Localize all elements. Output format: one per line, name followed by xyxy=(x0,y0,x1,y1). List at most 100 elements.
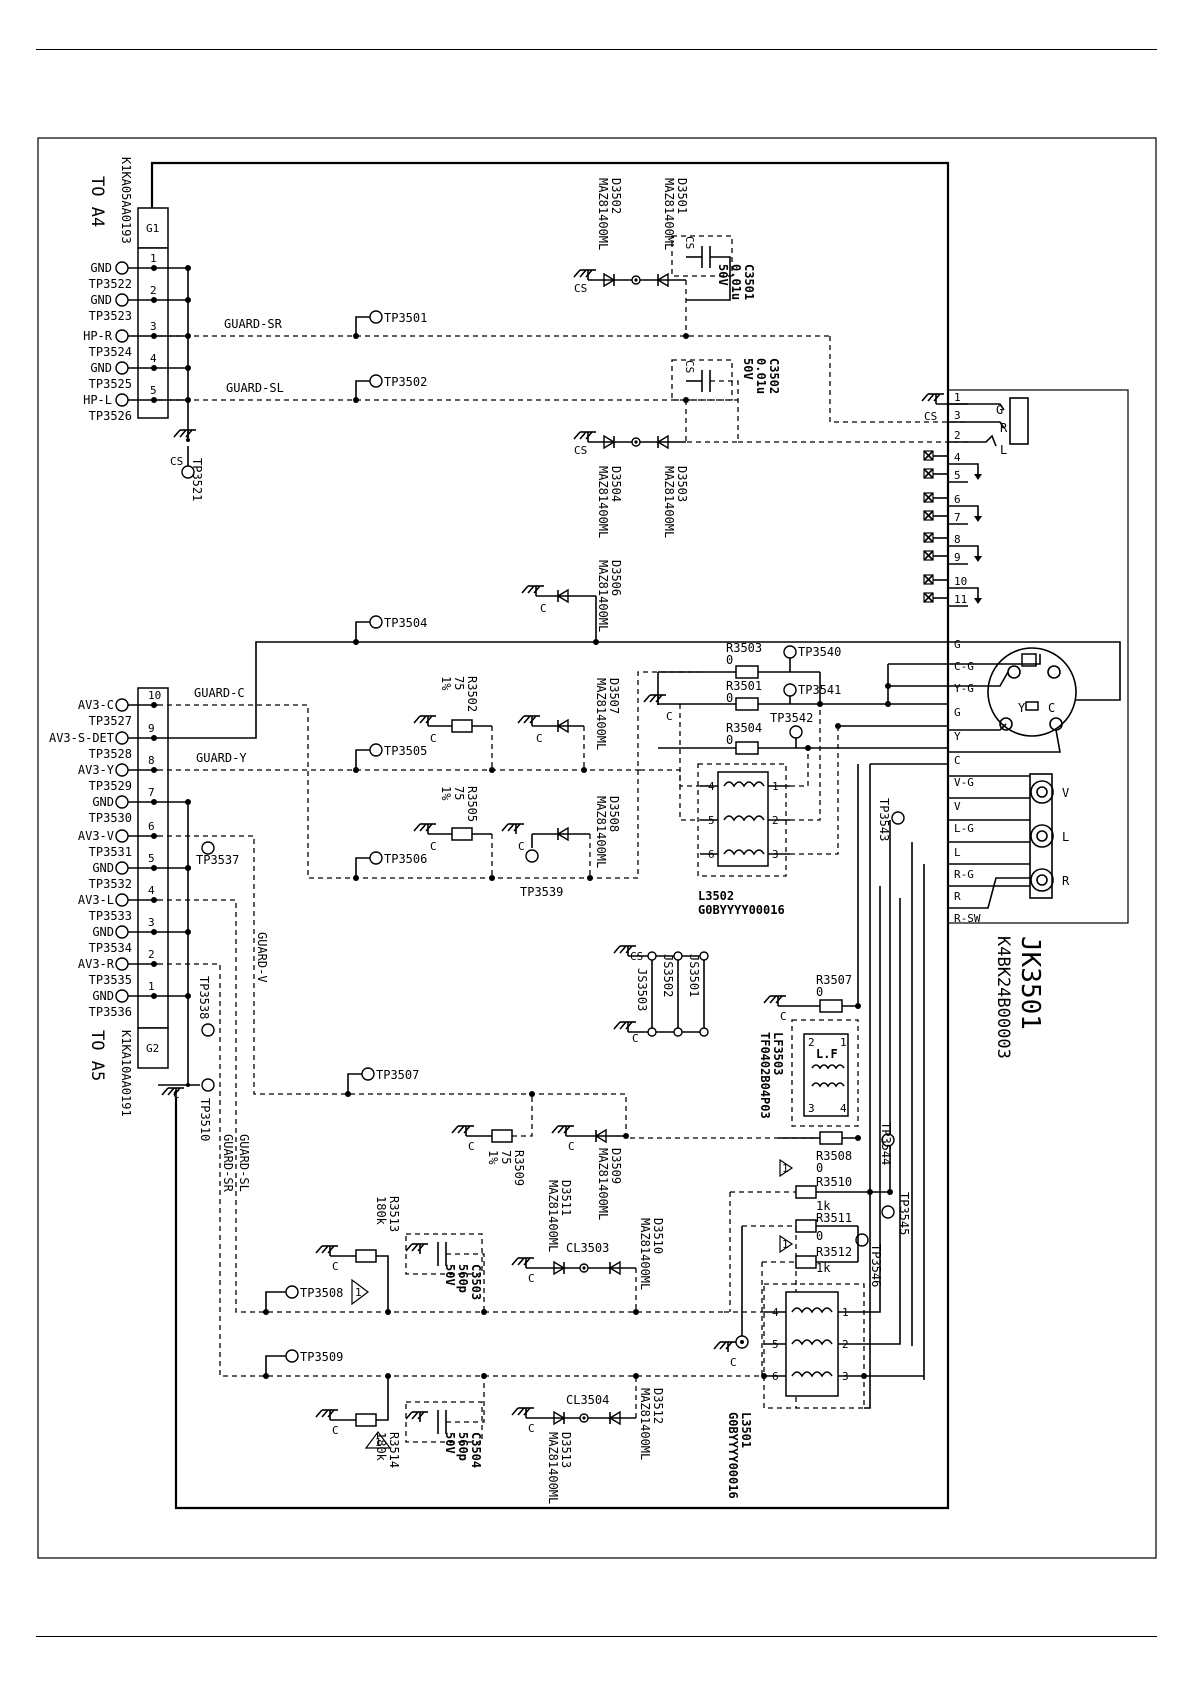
outer-frame xyxy=(37,137,1157,1559)
pin-number: 9 xyxy=(148,722,155,735)
pin-test-point-label: TP3529 xyxy=(89,779,132,793)
jumper-js3502: JS3502 xyxy=(661,954,675,997)
jack-terminal: Y xyxy=(954,730,961,743)
svg-text:3: 3 xyxy=(808,1102,815,1115)
pin-test-point xyxy=(115,361,129,375)
pin-number: 3 xyxy=(150,320,157,333)
diode-d3510-part: MAZ81400ML xyxy=(638,1218,652,1290)
pin-test-point xyxy=(115,925,129,939)
jack-terminal: V-G xyxy=(954,776,974,789)
pin-number: 1 xyxy=(148,980,155,993)
bottom-rule xyxy=(36,1636,1157,1637)
diode-d3502-part: MAZ81400ML xyxy=(596,178,610,250)
test-point-3538: TP3538 xyxy=(197,976,211,1019)
svideo-label-c: C xyxy=(1048,701,1055,715)
guard-y-label: GUARD-Y xyxy=(196,751,247,765)
jack-terminal-label: L xyxy=(954,846,961,859)
pin-test-point-label: TP3522 xyxy=(89,277,132,291)
diode-d3502-ref: D3502 xyxy=(609,178,623,214)
jack-enclosure xyxy=(947,389,1129,924)
jack-terminal: C-G xyxy=(954,660,974,673)
diode-d3508-ref: D3508 xyxy=(607,796,621,832)
pin-number: 5 xyxy=(148,852,155,865)
filter-l3502-part: G0BYYYY00016 xyxy=(698,903,785,917)
pin-test-point xyxy=(115,698,129,712)
svg-text:4: 4 xyxy=(840,1102,847,1115)
pin-test-point xyxy=(115,393,129,407)
diode-d3507-ref: D3507 xyxy=(607,678,621,714)
pin-test-point xyxy=(115,731,129,745)
jack-pin-number: 5 xyxy=(954,469,961,482)
pin-number: 8 xyxy=(148,754,155,767)
svg-text:2: 2 xyxy=(842,1338,849,1351)
svg-text:C: C xyxy=(666,710,673,723)
pin-test-point-label: TP3536 xyxy=(89,1005,132,1019)
pin-signal: AV3-Y xyxy=(78,763,115,777)
diode-d3504-ref: D3504 xyxy=(609,466,623,502)
test-point-3544: TP3544 xyxy=(879,1122,893,1165)
diode-d3501-ref: D3501 xyxy=(675,178,689,214)
pin-number: 2 xyxy=(150,284,157,297)
res-r3509-ref: R3509 xyxy=(512,1150,526,1186)
jack-pin-number: 3 xyxy=(954,409,961,422)
pin-signal: AV3-C xyxy=(78,698,114,712)
pin-signal: GND xyxy=(92,989,114,1003)
svg-text:C: C xyxy=(528,1422,535,1435)
ground-tab-g1 xyxy=(137,207,169,249)
connector-part-number: K1KA05AA0193 xyxy=(119,157,133,244)
res-r3510-ref: R3510 xyxy=(816,1175,852,1189)
svg-text:C: C xyxy=(632,1032,639,1045)
connector-a4: G1 K1KA05AA0193 TO A4 CS TP3521 xyxy=(87,157,204,501)
res-r3503-ref: R3503 xyxy=(726,641,762,655)
svg-text:1: 1 xyxy=(840,1036,847,1049)
res-r3505-tol: 1% xyxy=(439,786,453,801)
test-point-3508: TP3508 xyxy=(300,1286,343,1300)
filter-l3502-ref: L3502 xyxy=(698,889,734,903)
test-point-3506: TP3506 xyxy=(384,852,427,866)
pin-test-point xyxy=(115,795,129,809)
pin-number: 2 xyxy=(148,948,155,961)
pin-signal: GND xyxy=(90,293,112,307)
test-point-3543: TP3543 xyxy=(877,798,891,841)
res-r3513-ref: R3513 xyxy=(387,1196,401,1232)
jack-pin-row: 1 xyxy=(948,391,968,405)
jack-pin-number: 6 xyxy=(954,493,961,506)
diode-d3507-part: MAZ81400ML xyxy=(594,678,608,750)
res-r3502-value: 75 xyxy=(452,676,466,690)
pin-signal: GND xyxy=(92,861,114,875)
svg-text:6: 6 xyxy=(772,1370,779,1383)
test-point-3537: TP3537 xyxy=(196,853,239,867)
cap-c3504-ref: C3504 xyxy=(469,1432,483,1468)
res-r3510-value: 1k xyxy=(816,1199,831,1213)
jack-terminal-label: L-G xyxy=(954,822,974,835)
pin-signal: AV3-L xyxy=(78,893,114,907)
audio-out-section: GUARD-SL GUARD-SR TP3537 TP3538 TP3508 T… xyxy=(158,841,924,1504)
res-r3507-value: 0 xyxy=(816,985,823,999)
res-r3501-ref: R3501 xyxy=(726,679,762,693)
svg-text:CS: CS xyxy=(924,410,937,423)
diode-d3512-ref: D3512 xyxy=(651,1388,665,1424)
test-point-3505: TP3505 xyxy=(384,744,427,758)
jack-part: K4BK24B00003 xyxy=(993,936,1013,1059)
svg-text:1: 1 xyxy=(782,1162,789,1175)
jack-terminal: L xyxy=(954,846,961,859)
headphone-section: GUARD-SR GUARD-SL TP3501 TP3502 CS D3502… xyxy=(158,178,968,538)
jack-terminal: R xyxy=(954,890,961,903)
pin-test-point-label: TP3530 xyxy=(89,811,132,825)
svg-text:1: 1 xyxy=(375,1436,382,1449)
svg-text:CS: CS xyxy=(683,236,696,249)
cap-c3504-voltage: 50V xyxy=(443,1432,457,1454)
pin-test-point-label: TP3528 xyxy=(89,747,132,761)
pin-test-point xyxy=(115,861,129,875)
phone-label-l: L xyxy=(1000,443,1007,457)
guard-sl-label: GUARD-SL xyxy=(226,381,284,395)
pin-signal: GND xyxy=(92,795,114,809)
